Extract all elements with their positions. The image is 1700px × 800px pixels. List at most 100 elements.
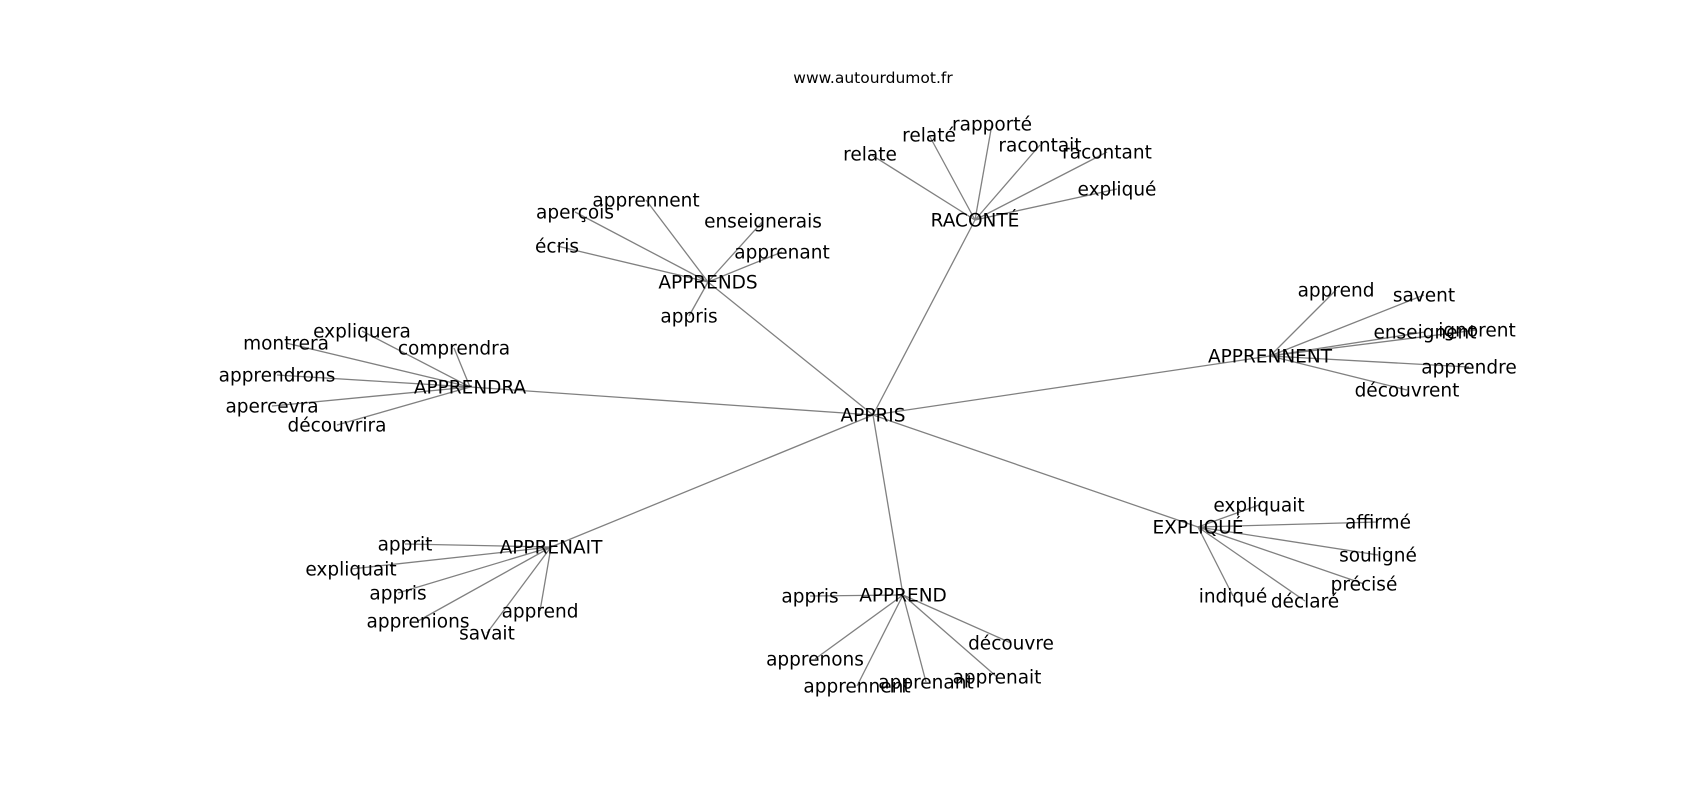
leaf-node-appris[interactable]: appris: [781, 587, 838, 608]
leaf-node-apercois[interactable]: aperçois: [536, 203, 614, 224]
edge-apprend-apprenait: [902, 594, 998, 678]
leaf-node-ecris[interactable]: écris: [535, 237, 579, 258]
edge-explique-indique: [1197, 526, 1234, 597]
edge-explique-souligne: [1197, 526, 1379, 556]
leaf-node-racontant[interactable]: racontant: [1062, 143, 1152, 164]
hub-node-apprends[interactable]: APPRENDS: [658, 273, 757, 294]
center-node[interactable]: APPRIS: [840, 406, 905, 427]
edge-center-apprends: [707, 281, 874, 416]
edge-center-apprenait: [550, 414, 874, 548]
leaf-node-decouvre[interactable]: découvre: [968, 634, 1054, 655]
edge-explique-declare: [1197, 526, 1306, 602]
leaf-node-expliquera[interactable]: expliquera: [313, 322, 411, 343]
leaf-node-savait[interactable]: savait: [459, 624, 515, 645]
edge-apprennent-apprend: [1269, 289, 1337, 357]
leaf-node-expliquait[interactable]: expliquait: [1213, 496, 1304, 517]
edge-apprendra-montrera: [285, 342, 471, 388]
leaf-node-apprennent[interactable]: apprennent: [803, 677, 910, 698]
edge-raconte-racontant: [974, 151, 1108, 221]
edge-center-apprendra: [469, 386, 874, 416]
edge-apprenait-savait: [486, 546, 552, 634]
edge-apprends-appris: [688, 281, 709, 317]
leaf-node-apprend[interactable]: apprend: [502, 602, 579, 623]
leaf-node-souligne[interactable]: souligné: [1339, 546, 1417, 567]
edge-center-explique: [872, 414, 1199, 528]
leaf-node-precise[interactable]: précisé: [1331, 575, 1398, 596]
leaf-node-affirme[interactable]: affirmé: [1345, 513, 1411, 534]
leaf-node-montrera[interactable]: montrera: [243, 334, 329, 355]
edge-apprend-appris: [809, 594, 904, 597]
edge-apprendra-expliquera: [361, 330, 471, 388]
edge-apprenait-appris: [397, 546, 552, 594]
leaf-node-savent[interactable]: savent: [1393, 286, 1455, 307]
hub-node-explique[interactable]: EXPLIQUÉ: [1152, 517, 1243, 539]
leaf-node-apprenions[interactable]: apprenions: [367, 612, 470, 633]
edge-raconte-explique: [974, 188, 1118, 221]
edge-apprend-apprenant: [902, 594, 927, 683]
leaf-node-decouvrira[interactable]: découvrira: [288, 416, 387, 437]
graph-edges: [271, 123, 1478, 687]
edge-explique-affirme: [1197, 521, 1379, 528]
leaf-node-apprend[interactable]: apprend: [1298, 281, 1375, 302]
edge-apprends-ecris: [556, 245, 709, 283]
edge-apprenait-apprenions: [417, 546, 552, 622]
leaf-node-apprit[interactable]: apprit: [378, 535, 433, 556]
leaf-node-racontait[interactable]: racontait: [998, 136, 1081, 157]
leaf-node-comprendra[interactable]: comprendra: [398, 339, 510, 360]
edge-raconte-rapporte: [974, 123, 993, 221]
leaf-node-appris[interactable]: appris: [369, 584, 426, 605]
edge-apprenait-expliquait: [350, 546, 552, 570]
leaf-node-apprendrons[interactable]: apprendrons: [219, 366, 336, 387]
edge-apprennent-apprendre: [1269, 355, 1470, 368]
edge-apprennent-savent: [1269, 294, 1425, 357]
edge-apprendra-comprendra: [453, 347, 471, 388]
edge-apprenait-apprend: [539, 546, 552, 612]
leaf-node-apprenant[interactable]: apprenant: [878, 673, 973, 694]
edge-apprend-apprenons: [814, 594, 904, 660]
edge-explique-expliquait: [1197, 504, 1260, 528]
leaf-node-rapporte[interactable]: rapporté: [952, 115, 1032, 136]
edge-raconte-relate: [869, 153, 976, 221]
edge-apprends-apprenant: [707, 251, 783, 283]
hub-node-raconte[interactable]: RACONTÉ: [931, 210, 1020, 232]
leaf-node-apprenant[interactable]: apprenant: [734, 243, 829, 264]
leaf-node-apprendre[interactable]: apprendre: [1421, 358, 1516, 379]
leaf-node-apercevra[interactable]: apercevra: [225, 397, 318, 418]
leaf-node-relate[interactable]: relate: [843, 145, 897, 166]
leaf-node-enseignent[interactable]: enseignent: [1373, 323, 1476, 344]
edge-apprennent-enseignent: [1269, 331, 1426, 357]
edge-apprendra-apprendrons: [276, 374, 471, 388]
edge-apprends-apprennent: [645, 199, 709, 283]
graph-nodes: APPRISRACONTÉrelaterelatérapportéraconta…: [219, 115, 1517, 698]
edge-raconte-relate: [928, 134, 976, 221]
edge-apprendra-decouvrira: [336, 386, 471, 426]
edge-apprend-apprennent: [856, 594, 904, 687]
leaf-node-apprenait[interactable]: apprenait: [953, 668, 1042, 689]
edge-center-apprennent: [872, 355, 1271, 416]
hub-node-apprendra[interactable]: APPRENDRA: [414, 378, 527, 399]
hub-node-apprennent[interactable]: APPRENNENT: [1208, 347, 1333, 368]
leaf-node-ignorent[interactable]: ignorent: [1438, 321, 1516, 342]
edge-apprendra-apercevra: [271, 386, 471, 407]
edge-apprend-decouvre: [902, 594, 1012, 644]
leaf-node-apprennent[interactable]: apprennent: [592, 191, 699, 212]
hub-node-apprenait[interactable]: APPRENAIT: [500, 538, 603, 559]
leaf-node-indique[interactable]: indiqué: [1199, 587, 1268, 608]
leaf-node-relate[interactable]: relaté: [902, 126, 956, 147]
hub-node-apprend[interactable]: APPREND: [859, 586, 947, 607]
edge-apprennent-ignorent: [1269, 329, 1478, 357]
leaf-node-declare[interactable]: déclaré: [1271, 592, 1339, 613]
edge-center-apprend: [872, 414, 904, 596]
leaf-node-decouvrent[interactable]: découvrent: [1355, 381, 1460, 402]
leaf-node-explique[interactable]: expliqué: [1078, 180, 1157, 201]
leaf-node-appris[interactable]: appris: [660, 307, 717, 328]
edge-apprends-apercois: [574, 211, 709, 283]
leaf-node-expliquait[interactable]: expliquait: [305, 560, 396, 581]
leaf-node-apprenons[interactable]: apprenons: [766, 650, 864, 671]
edge-raconte-racontait: [974, 144, 1041, 221]
leaf-node-enseignerais[interactable]: enseignerais: [704, 212, 822, 233]
edge-apprends-enseignerais: [707, 220, 764, 283]
edge-apprenait-apprit: [404, 543, 552, 548]
edge-explique-precise: [1197, 526, 1365, 585]
